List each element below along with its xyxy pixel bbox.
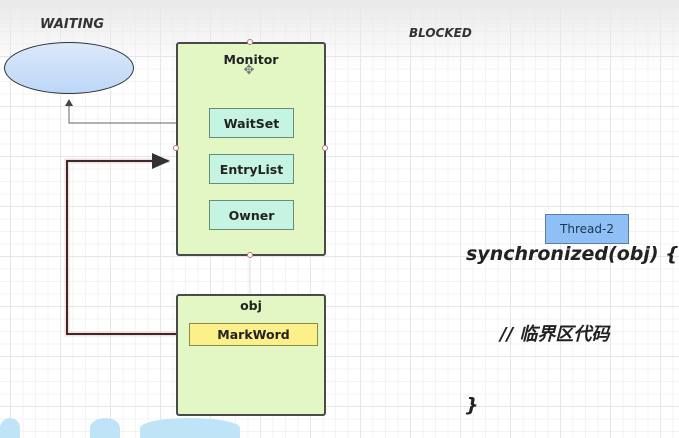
monitor-title: Monitor <box>223 52 279 67</box>
waiting-label: WAITING <box>40 17 105 32</box>
move-icon[interactable]: ✥ <box>243 63 255 78</box>
markword-field[interactable]: MarkWord <box>189 323 318 346</box>
resize-handle-left[interactable] <box>173 145 179 151</box>
cloud-decoration <box>0 418 20 438</box>
markword-to-monitor-line <box>66 153 190 335</box>
resize-handle-right[interactable] <box>322 145 328 151</box>
entrylist-slot[interactable]: EntryList <box>209 154 294 184</box>
cloud-decoration <box>140 418 240 438</box>
code-comment: // 临界区代码 <box>500 324 610 345</box>
code-close: } <box>465 394 479 416</box>
waitset-slot[interactable]: WaitSet <box>209 108 294 138</box>
blocked-label: BLOCKED <box>409 26 472 40</box>
cloud-decoration <box>90 418 120 438</box>
code-open: synchronized(obj) { <box>466 243 679 265</box>
markword-to-monitor-arrow <box>64 158 190 337</box>
obj-title: obj <box>240 298 262 313</box>
thread-2-box[interactable]: Thread-2 <box>545 214 629 244</box>
waitset-to-waiting-arrow <box>65 99 209 124</box>
resize-handle-top[interactable] <box>247 39 253 45</box>
obj-box[interactable]: obj <box>176 294 326 416</box>
owner-slot[interactable]: Owner <box>209 200 294 230</box>
resize-handle-bottom[interactable] <box>247 252 253 258</box>
waiting-ellipse[interactable] <box>4 42 134 94</box>
